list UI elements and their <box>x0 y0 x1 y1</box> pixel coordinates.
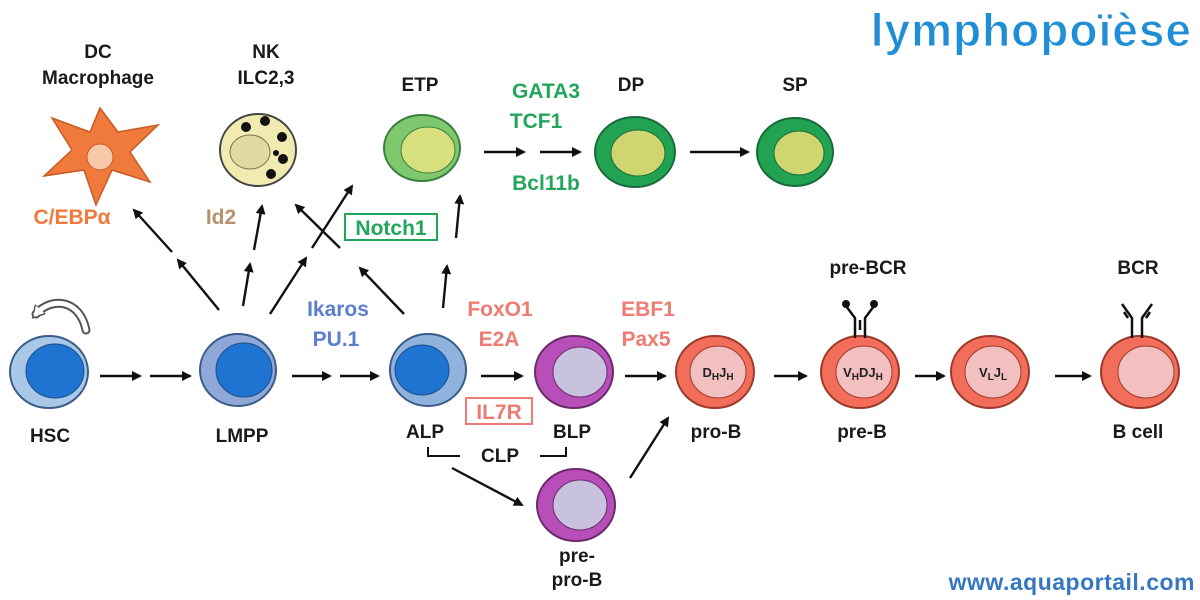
light-chain-b-nucleus <box>964 345 1022 399</box>
alp-nucleus <box>394 344 450 396</box>
factor-pax5: Pax5 <box>621 328 670 351</box>
pro-b-segments: DHJH <box>702 365 733 383</box>
nk-label: NK <box>252 42 280 63</box>
b-cell-nucleus <box>1117 345 1175 399</box>
factor-foxo1: FoxO1 <box>467 298 533 321</box>
light-chain-segments: VLJL <box>979 365 1007 383</box>
factor-pu1: PU.1 <box>313 328 360 351</box>
hsc-label: HSC <box>30 426 70 447</box>
nk-granules <box>241 116 288 179</box>
pre-bcr-receptor-dots <box>842 300 878 308</box>
lineage-arrows <box>100 147 1092 507</box>
pro-b-nucleus <box>689 345 747 399</box>
pro-b-label: pro-B <box>691 422 742 443</box>
lmpp-nucleus <box>215 342 273 398</box>
blp-label: BLP <box>553 422 591 443</box>
pre-pro-b-label-line2: pro-B <box>552 570 603 591</box>
bcr-label: BCR <box>1117 258 1158 279</box>
pre-pro-b-label-line1: pre- <box>559 546 595 567</box>
pre-bcr-receptor-icon <box>845 305 875 338</box>
dc-label: DC <box>84 42 112 63</box>
pre-b-segments: VHDJH <box>843 365 883 383</box>
factor-ebf1: EBF1 <box>621 298 675 321</box>
dp-label: DP <box>618 75 645 96</box>
etp-label: ETP <box>402 75 439 96</box>
factor-il7r: IL7R <box>476 401 522 424</box>
pre-bcr-label: pre-BCR <box>829 258 906 279</box>
nk-nucleus <box>229 134 271 170</box>
dc-nucleus <box>86 143 114 171</box>
b-cell-label: B cell <box>1113 422 1164 443</box>
il7r-box <box>465 397 533 425</box>
hsc-nucleus <box>25 343 85 399</box>
factor-tcf1: TCF1 <box>510 110 563 133</box>
source-url: www.aquaportail.com <box>948 569 1195 595</box>
clp-bracket <box>427 447 567 457</box>
pre-pro-b-nucleus <box>552 479 608 531</box>
sp-label: SP <box>782 75 808 96</box>
etp-nucleus <box>400 126 456 174</box>
clp-label: CLP <box>481 446 519 467</box>
alp-label: ALP <box>406 422 444 443</box>
factor-e2a: E2A <box>479 328 520 351</box>
bcr-receptor-icon <box>1120 303 1154 338</box>
factor-gata3: GATA3 <box>512 80 580 103</box>
factor-ikaros: Ikaros <box>307 298 369 321</box>
dp-nucleus <box>610 129 666 177</box>
pre-b-label: pre-B <box>837 422 887 443</box>
lmpp-label: LMPP <box>216 426 269 447</box>
factor-id2: Id2 <box>206 206 236 229</box>
macrophage-label: Macrophage <box>42 68 154 89</box>
notch1-box <box>344 213 438 241</box>
factor-bcl11b: Bcl11b <box>512 172 580 195</box>
factor-notch1: Notch1 <box>355 217 426 240</box>
page-title: lymphopoïèse <box>871 4 1192 56</box>
blp-nucleus <box>552 346 608 398</box>
ilc-label: ILC2,3 <box>237 68 294 89</box>
factor-cebpa: C/EBPα <box>33 206 110 229</box>
sp-nucleus <box>773 130 825 176</box>
pre-b-nucleus <box>835 345 893 399</box>
